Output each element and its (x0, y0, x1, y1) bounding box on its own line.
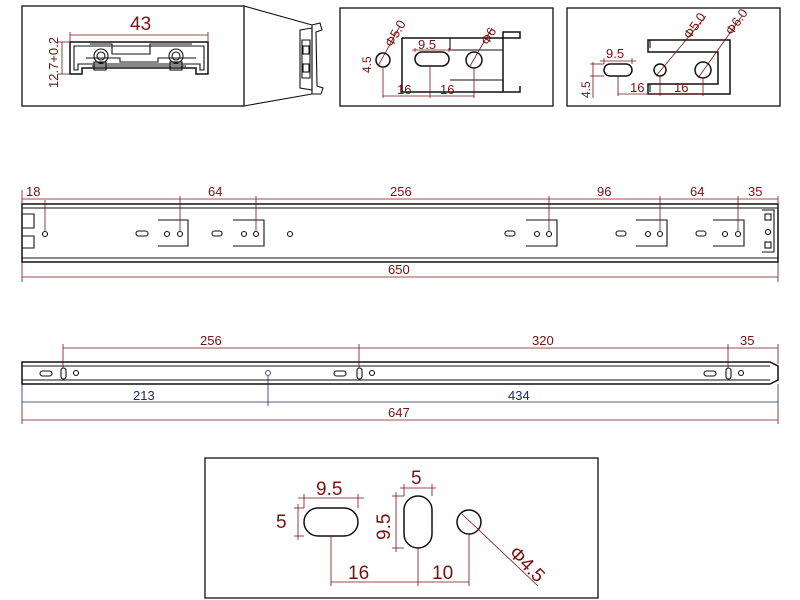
slot-detail-gap1-label: 16 (348, 563, 369, 584)
detail-b-h-label: 4.5 (579, 81, 593, 98)
outer-rail-slot-3 (725, 367, 732, 380)
perspective-line-top (243, 5, 313, 26)
inner-rail-start-label: 18 (26, 184, 40, 199)
profile-view: 43 12.7+0.2 (21, 5, 313, 107)
inner-rail-d4-label: 64 (690, 184, 704, 199)
slot-detail-h-width-label: 9.5 (316, 479, 342, 500)
inner-rail-bracket-5 (695, 219, 745, 247)
outer-rail-body (21, 361, 779, 385)
detail-a: Φ5.0 Φ6 9.5 4.5 16 16 (339, 7, 554, 107)
slot-detail-h-height-label: 5 (276, 512, 287, 533)
detail-a-outline (402, 31, 521, 93)
detail-a-h-label: 4.5 (360, 56, 374, 73)
inner-rail-d3-label: 96 (597, 184, 611, 199)
slot-detail-gap2-label: 10 (432, 563, 453, 584)
profile-frame (21, 5, 245, 107)
inner-rail-bracket-1 (135, 219, 189, 247)
inner-rail-bracket-3 (504, 219, 558, 247)
detail-a-hole-1 (375, 52, 391, 68)
outer-rail-d1-label: 256 (200, 333, 222, 348)
detail-b-slot-label: 9.5 (606, 46, 624, 61)
inner-rail-body (21, 203, 779, 263)
detail-a-p2-label: 16 (440, 82, 454, 97)
outer-rail-slot-1 (60, 367, 67, 380)
inner-rail-length-label: 650 (388, 262, 410, 277)
slot-detail-frame (204, 457, 599, 599)
outer-rail-length-label: 647 (388, 405, 410, 420)
outer-rail-d2-label: 320 (532, 333, 554, 348)
inner-rail-end-label: 35 (748, 184, 762, 199)
inner-rail-d2-label: 256 (390, 184, 412, 199)
slot-detail-v-height-label: 9.5 (374, 514, 395, 540)
detail-a-frame (339, 7, 554, 107)
inner-rail: 18 64 256 96 64 35 650 (21, 184, 779, 282)
detail-b-p2-label: 16 (674, 80, 688, 95)
end-view (299, 22, 324, 95)
outer-rail-s1-label: 213 (133, 388, 155, 403)
detail-b-p1-label: 16 (630, 80, 644, 95)
detail-b: Φ5.0 Φ6.0 9.5 4.5 16 16 (566, 6, 781, 107)
slot-detail: 9.5 5 5 9.5 16 10 Φ4.5 (204, 457, 599, 599)
outer-rail-s2-label: 434 (508, 388, 530, 403)
slot-detail-v-width-label: 5 (411, 468, 422, 489)
profile-width-label: 43 (130, 14, 151, 35)
rail-profile (69, 41, 209, 75)
detail-a-p1-label: 16 (397, 82, 411, 97)
detail-b-frame (566, 7, 781, 107)
detail-b-outline (647, 39, 731, 95)
perspective-line-bottom (243, 93, 313, 107)
detail-a-slot (414, 51, 450, 67)
outer-rail-slot-2 (356, 367, 363, 380)
detail-a-slot-label: 9.5 (418, 37, 436, 52)
inner-rail-bracket-2 (211, 219, 294, 247)
outer-rail: 256 320 35 213 434 647 (21, 333, 779, 424)
inner-rail-d1-label: 64 (208, 184, 222, 199)
outer-rail-center-hole (265, 370, 271, 376)
outer-rail-end-label: 35 (740, 333, 754, 348)
inner-rail-bracket-4 (615, 219, 668, 247)
profile-height-label: 12.7+0.2 (46, 37, 61, 88)
